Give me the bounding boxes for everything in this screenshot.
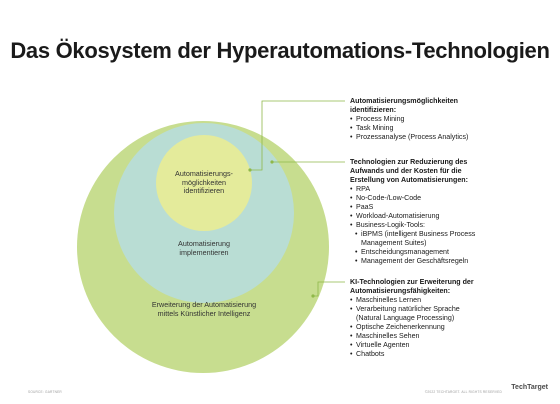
connector-line-identify <box>250 100 345 171</box>
connector-dot-ai <box>311 294 315 298</box>
outer-label-line: mittels Künstlicher Intelligenz <box>157 308 251 318</box>
sub-list-item: Management der Geschäftsregeln <box>350 257 475 266</box>
heading-line: Technologien zur Reduzierung des <box>350 158 468 166</box>
list-item: No-Code-/Low-Code <box>350 194 475 203</box>
middle-label-line: implementieren <box>179 247 229 257</box>
sub-list-item: Entscheidungsmanagement <box>350 248 475 257</box>
connector-dot-identify <box>248 168 252 172</box>
sub-list-item: iBPMS (intelligent Business Process <box>350 230 475 239</box>
list-item: Maschinelles Lernen <box>350 296 474 305</box>
list-item: Task Mining <box>350 124 468 133</box>
inner-label-line: Automatisierungs- <box>175 169 233 178</box>
list-item: Workload-Automatisierung <box>350 212 475 221</box>
list-item: Process Mining <box>350 115 468 124</box>
copyright-note: ©2022 TECHTARGET. ALL RIGHTS RESERVED <box>424 390 502 394</box>
continuation-text: (Natural Language Processing) <box>356 314 455 322</box>
implement-list: RPA No-Code-/Low-Code PaaS Workload-Auto… <box>350 185 475 266</box>
list-item: Chatbots <box>350 350 474 359</box>
list-item-continuation: (Natural Language Processing) <box>350 314 474 323</box>
techtarget-logo: TechTarget <box>511 384 548 391</box>
list-item: PaaS <box>350 203 475 212</box>
sub-list-item-continuation: Management Suites) <box>350 239 475 248</box>
inner-label-line: identifizieren <box>183 186 225 196</box>
heading-line: identifizieren: <box>350 106 397 114</box>
identify-block: Automatisierungsmöglichkeiten identifizi… <box>350 97 468 142</box>
list-item: Virtuelle Agenten <box>350 341 474 350</box>
list-item: Optische Zeichenerkennung <box>350 323 474 332</box>
page-title: Das Ökosystem der Hyperautomations-Techn… <box>10 38 550 63</box>
heading-line: Automatisierungsfähigkeiten: <box>350 287 451 295</box>
list-item: Business-Logik-Tools: <box>350 221 475 230</box>
heading-line: Aufwands und der Kosten für die <box>350 167 462 175</box>
heading-line: KI-Technologien zur Erweiterung der <box>350 278 474 286</box>
continuation-text: Management Suites) <box>361 239 427 247</box>
ai-list: Maschinelles Lernen Verarbeitung natürli… <box>350 296 474 359</box>
inner-circle <box>156 135 252 231</box>
outer-circle-label: Erweiterung der Automatisierung mittels … <box>129 300 279 318</box>
list-item: Prozessanalyse (Process Analytics) <box>350 133 468 142</box>
ai-block: KI-Technologien zur Erweiterung der Auto… <box>350 278 474 359</box>
connector-line-ai <box>313 281 345 297</box>
implement-block: Technologien zur Reduzierung des Aufwand… <box>350 158 475 266</box>
middle-circle-label: Automatisierung implementieren <box>144 239 264 257</box>
list-item: Verarbeitung natürlicher Sprache <box>350 305 474 314</box>
connector-dot-implement <box>270 160 274 164</box>
identify-heading: Automatisierungsmöglichkeiten identifizi… <box>350 97 468 115</box>
list-item: RPA <box>350 185 475 194</box>
outer-label-line: Erweiterung der Automatisierung <box>151 300 257 309</box>
inner-circle-label: Automatisierungs- möglichkeiten identifi… <box>154 169 254 196</box>
identify-list: Process Mining Task Mining Prozessanalys… <box>350 115 468 142</box>
source-note: SOURCE: GARTNER <box>28 390 62 394</box>
inner-label-line: möglichkeiten <box>182 177 226 187</box>
list-item: Maschinelles Sehen <box>350 332 474 341</box>
heading-line: Erstellung von Automatisierungen: <box>350 176 468 184</box>
middle-label-line: Automatisierung <box>178 239 230 248</box>
heading-line: Automatisierungsmöglichkeiten <box>350 97 458 105</box>
implement-heading: Technologien zur Reduzierung des Aufwand… <box>350 158 475 185</box>
ai-heading: KI-Technologien zur Erweiterung der Auto… <box>350 278 474 296</box>
